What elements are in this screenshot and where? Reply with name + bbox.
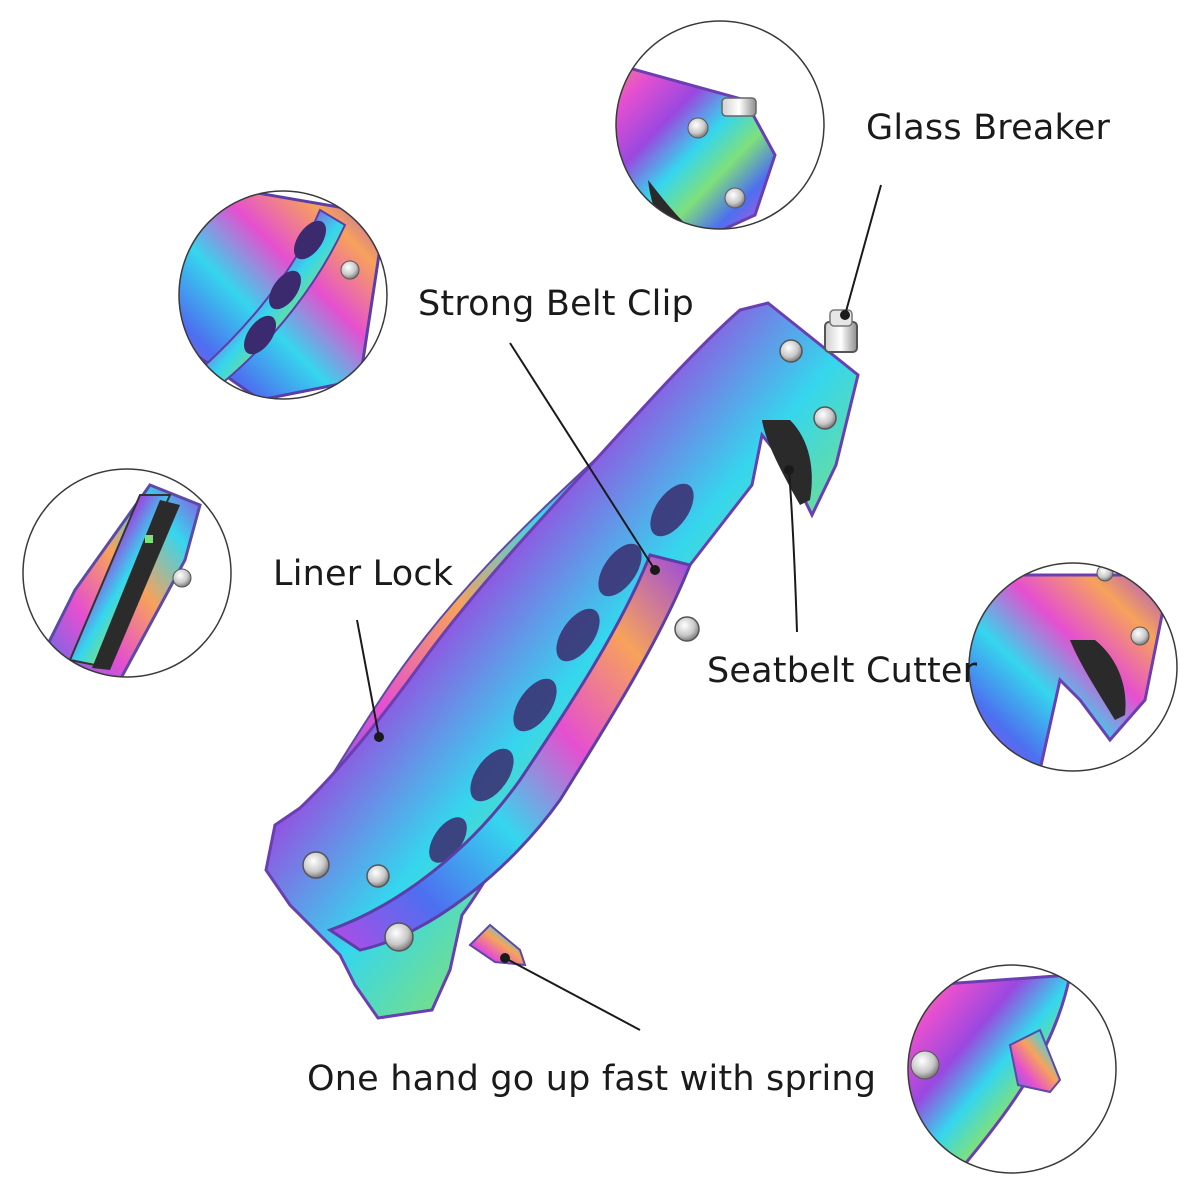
leader-glass-breaker bbox=[844, 184, 882, 316]
callout-belt-clip: Strong Belt Clip bbox=[418, 284, 694, 324]
belt-clip bbox=[326, 553, 693, 952]
leader-liner-lock bbox=[356, 619, 380, 738]
leader-lines bbox=[356, 184, 882, 1031]
knife-main bbox=[264, 301, 860, 1020]
handle-cutouts bbox=[429, 483, 694, 863]
leader-liner-lock-dot bbox=[374, 732, 384, 742]
detail-circle-belt-clip bbox=[178, 190, 388, 400]
handle-bolts bbox=[302, 339, 837, 952]
detail-circle-seatbelt-cutter bbox=[968, 562, 1178, 772]
leader-glass-breaker-dot bbox=[840, 310, 850, 320]
leader-spring-dot bbox=[500, 953, 510, 963]
detail-circle-liner-lock bbox=[22, 468, 232, 678]
detail-circle-glass-breaker bbox=[615, 20, 825, 230]
leader-spring bbox=[504, 957, 641, 1031]
callout-glass-breaker: Glass Breaker bbox=[866, 108, 1111, 148]
detail-circle-spring bbox=[907, 964, 1117, 1174]
callout-spring: One hand go up fast with spring bbox=[307, 1059, 877, 1099]
leader-belt-clip bbox=[509, 342, 656, 571]
leader-seatbelt-cutter-dot bbox=[784, 465, 794, 475]
spring-flipper bbox=[468, 923, 527, 967]
callout-seatbelt-cutter: Seatbelt Cutter bbox=[707, 651, 978, 691]
seatbelt-cutter-notch bbox=[762, 420, 812, 505]
leader-belt-clip-dot bbox=[650, 565, 660, 575]
leader-seatbelt-cutter bbox=[788, 469, 798, 633]
callout-liner-lock: Liner Lock bbox=[273, 554, 454, 594]
